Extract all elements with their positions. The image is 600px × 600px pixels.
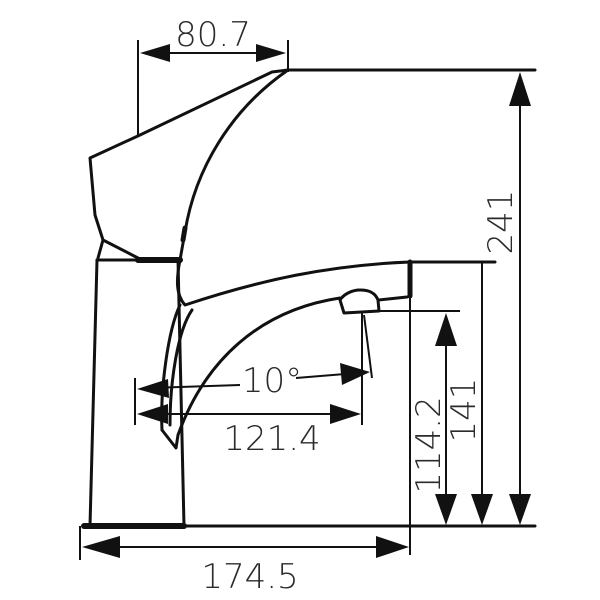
label-handle-reach: 80.7 (175, 15, 251, 55)
label-spout-reach: 121.4 (223, 419, 320, 459)
dim-overall-depth: 174.5 (82, 536, 409, 597)
label-aerator-height: 114.2 (409, 396, 449, 493)
dim-spout-height: 141 (444, 262, 493, 525)
label-spout-angle: 10° (242, 361, 302, 401)
label-spout-height: 141 (444, 378, 484, 443)
spout (160, 258, 412, 432)
dim-aerator-height: 114.2 (409, 313, 457, 525)
dim-spout-reach: 121.4 (137, 404, 361, 459)
handle-lever (88, 68, 290, 262)
dim-spout-angle: 10° (137, 361, 370, 401)
dim-overall-height: 241 (481, 72, 531, 525)
label-overall-height: 241 (481, 190, 521, 255)
dim-handle-reach: 80.7 (140, 15, 286, 62)
extension-lines (79, 40, 537, 560)
aerator (338, 288, 409, 315)
label-overall-depth: 174.5 (201, 557, 298, 597)
faucet-outline (81, 68, 413, 529)
